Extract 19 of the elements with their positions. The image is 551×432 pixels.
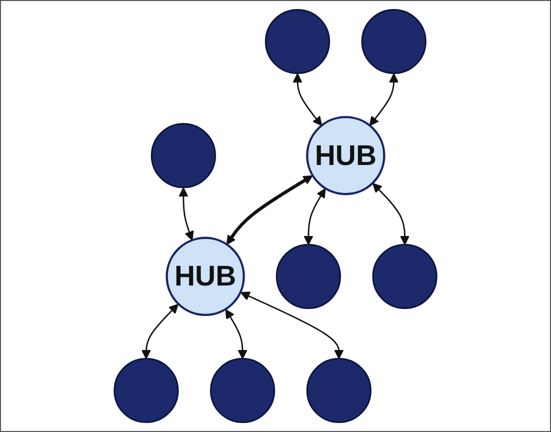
- node-circle: [372, 244, 438, 309]
- node-circle: [361, 8, 426, 74]
- arrow: [240, 292, 344, 360]
- arrow: [225, 309, 248, 360]
- node-circle: [210, 358, 276, 424]
- node-circle: [114, 358, 179, 424]
- arrow: [304, 188, 326, 246]
- node-circle: [264, 8, 330, 74]
- arrow: [369, 73, 399, 126]
- node-circle: HUB: [306, 116, 386, 196]
- node-circle: [276, 244, 342, 309]
- arrow: [292, 73, 322, 126]
- arrow: [141, 304, 179, 360]
- node-circle: [306, 358, 372, 424]
- arrow: [178, 187, 194, 241]
- node-circle: [150, 123, 216, 188]
- arrow: [226, 175, 313, 245]
- arrow: [372, 182, 410, 246]
- node-circle: HUB: [166, 236, 245, 316]
